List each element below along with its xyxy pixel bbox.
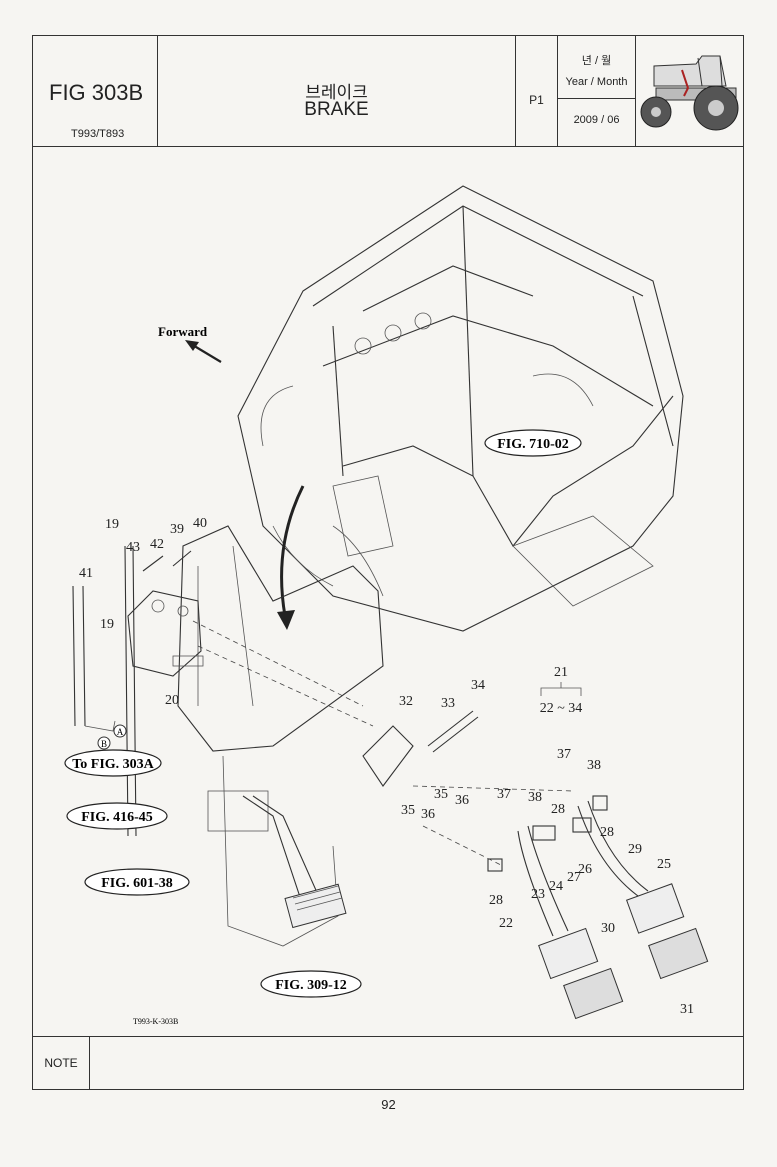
part-callout-42: 42 [150,537,164,552]
assembly-group-label: 21 22 ~ 34 [540,665,583,716]
fig-number: FIG 303B [49,80,144,105]
cab-frame-drawing [237,185,684,632]
svg-text:FIG. 309-12: FIG. 309-12 [275,978,347,993]
note-label: NOTE [33,1037,90,1089]
exploded-parts-diagram: Forward [64,185,709,1026]
date-value: 2009 / 06 [573,114,620,126]
part-callout-33: 33 [441,696,455,711]
part-callout-22: 22 [499,916,513,931]
title-korean: 브레이크 [305,83,368,102]
part-callout-25: 25 [657,857,671,872]
svg-text:22 ~ 34: 22 ~ 34 [540,701,583,716]
part-callout-26: 26 [578,862,592,877]
fig-ref-710-02[interactable]: FIG. 710-02 [484,429,582,457]
fig-number-cell: FIG 303B T993/T893 [33,36,158,146]
part-callout-28: 28 [489,893,503,908]
part-callout-28: 28 [600,825,614,840]
fig-ref-303a[interactable]: To FIG. 303A [64,749,162,777]
part-callout-41: 41 [79,566,93,581]
title-block: FIG 303B T993/T893 브레이크 BRAKE P1 년 / 월 Y… [33,36,743,147]
part-callout-29: 29 [628,842,642,857]
part-callout-38: 38 [528,790,542,805]
date-cell: 년 / 월 Year / Month 2009 / 06 [558,36,636,146]
tractor-icon [640,55,739,131]
valve-drawing [72,545,204,837]
page-code-cell: P1 [516,36,558,146]
part-callout-24: 24 [549,879,563,894]
part-callout-19: 19 [100,617,114,632]
forward-arrow-icon [185,340,222,363]
part-callout-43: 43 [126,540,140,555]
drawing-code: T993-K-303B [133,1017,178,1026]
fig-ref-416-45[interactable]: FIG. 416-45 [66,802,168,830]
view-arrow [280,485,305,617]
part-callout-37: 37 [497,787,511,802]
part-callout-32: 32 [399,694,413,709]
part-callout-35: 35 [401,803,415,818]
svg-text:FIG. 710-02: FIG. 710-02 [497,437,569,452]
page-frame: FIG 303B T993/T893 브레이크 BRAKE P1 년 / 월 Y… [32,35,744,1090]
note-row: NOTE [33,1036,743,1089]
port-label-b: B [97,736,111,750]
fig-ref-309-12[interactable]: FIG. 309-12 [260,970,362,998]
title-cell: 브레이크 BRAKE [158,36,516,146]
page-number: 92 [381,1097,396,1112]
svg-text:FIG. 416-45: FIG. 416-45 [81,810,153,825]
part-callout-28: 28 [551,802,565,817]
svg-text:21: 21 [554,665,568,680]
svg-text:FIG. 601-38: FIG. 601-38 [101,876,173,891]
fig-ref-601-38[interactable]: FIG. 601-38 [84,868,190,896]
svg-text:B: B [101,739,107,749]
model-numbers: T993/T893 [71,128,125,140]
page-code: P1 [529,93,544,107]
bracket-plate-drawing [177,525,384,947]
part-callout-30: 30 [601,921,615,936]
part-callout-23: 23 [531,887,545,902]
svg-text:A: A [117,727,124,737]
part-callout-37: 37 [557,747,571,762]
part-callout-19: 19 [105,517,119,532]
part-callouts: 1919202223242526272828282930313132333435… [79,516,694,1017]
part-callout-31: 31 [680,1002,694,1017]
part-callout-27: 27 [567,870,581,885]
part-callout-38: 38 [587,758,601,773]
part-callout-35: 35 [434,787,448,802]
part-callout-20: 20 [165,693,179,708]
tractor-thumbnail-cell [636,36,743,146]
svg-text:To FIG. 303A: To FIG. 303A [72,757,154,772]
date-label-korean: 년 / 월 [581,55,612,67]
part-callout-39: 39 [170,522,184,537]
part-callout-34: 34 [471,678,485,693]
pedal-assembly-drawing [192,620,709,1020]
part-callout-40: 40 [193,516,207,531]
title-english: BRAKE [304,99,369,120]
part-callout-36: 36 [421,807,435,822]
forward-label: Forward [158,324,208,339]
port-label-a: A [113,724,127,738]
part-callout-36: 36 [455,793,469,808]
date-label-english: Year / Month [565,76,628,88]
